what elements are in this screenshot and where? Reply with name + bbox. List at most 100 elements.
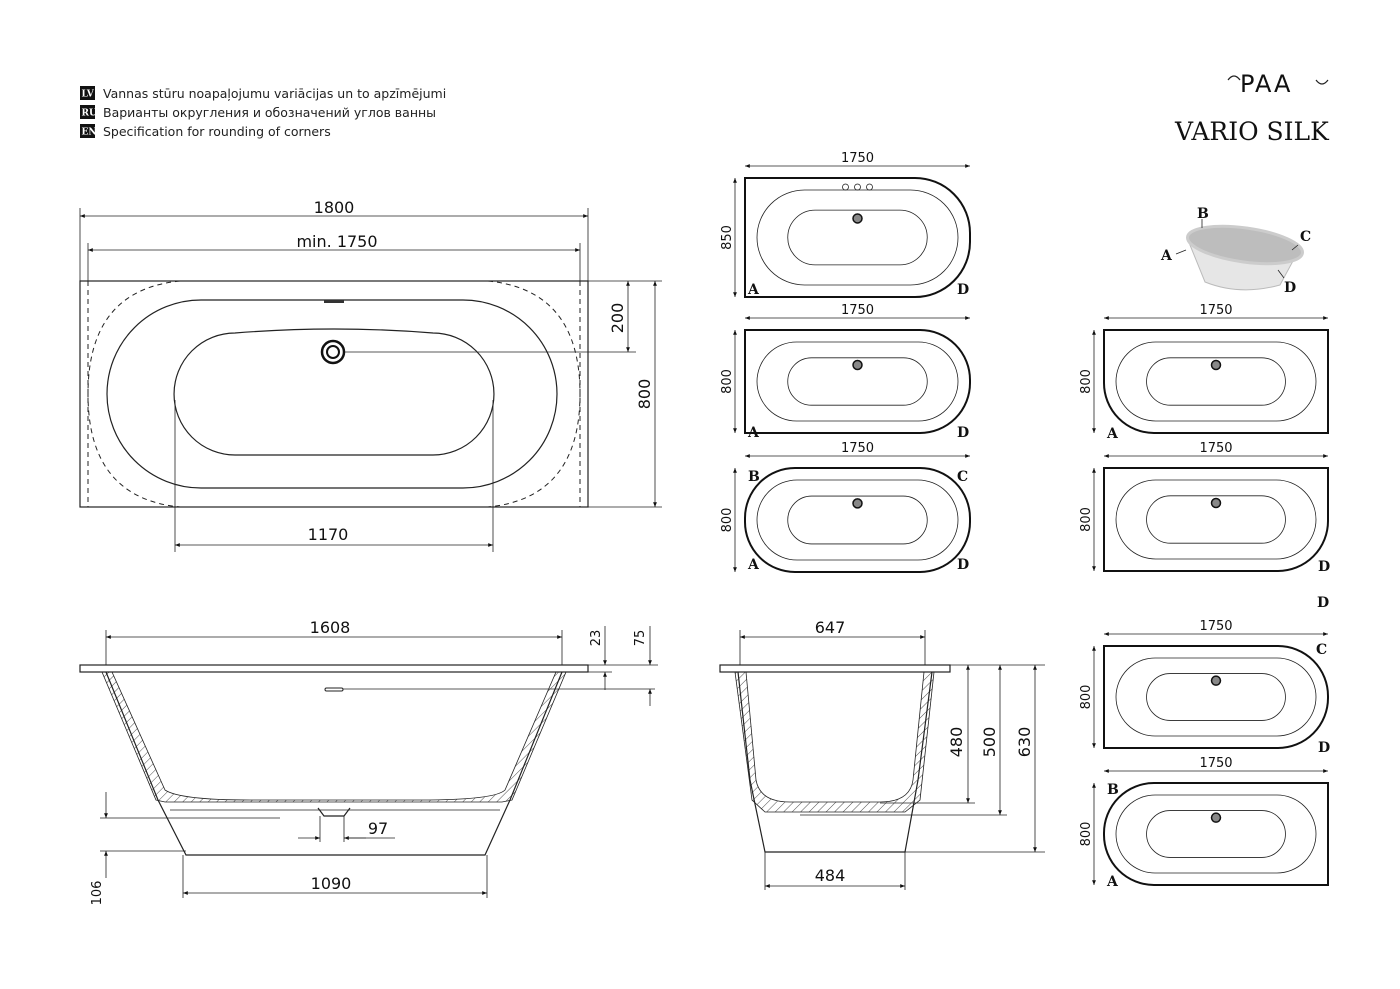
corner-label: A xyxy=(747,557,760,573)
tub-outline xyxy=(1103,645,1329,749)
corner-label: D xyxy=(1318,740,1330,756)
dim-h480: 480 xyxy=(947,727,966,758)
corner-label: B xyxy=(748,469,760,485)
corner-label: B xyxy=(1107,782,1119,798)
dim-top-width: 647 xyxy=(815,618,846,637)
tub-basin xyxy=(1146,357,1286,406)
corner-label: A xyxy=(1106,874,1119,890)
drain-icon xyxy=(852,213,863,224)
tub-outline xyxy=(744,467,971,573)
tub-outline xyxy=(1103,329,1329,434)
dim-length: 1750 xyxy=(1199,441,1232,456)
dim-overflow: 75 xyxy=(633,630,648,647)
corner-label: A xyxy=(747,282,760,298)
header-text: Vannas stūru noapaļojumu variācijas un t… xyxy=(103,86,446,101)
dim-depth: 850 xyxy=(720,225,735,250)
tap-hole-icon xyxy=(854,183,861,191)
tub-rim xyxy=(756,479,959,561)
corner-label: C xyxy=(957,469,968,485)
tub-rim xyxy=(756,189,959,286)
tub-outline xyxy=(744,329,971,434)
tub-rim xyxy=(1115,341,1317,422)
dim-length: 1750 xyxy=(1199,756,1232,771)
drain-icon xyxy=(1210,675,1222,686)
dim-length: 1750 xyxy=(841,151,874,166)
corner-label: D xyxy=(957,425,969,441)
header-legend: LV Vannas stūru noapaļojumu variācijas u… xyxy=(80,86,446,139)
dim-depth: 800 xyxy=(635,379,654,410)
corner-label: D xyxy=(1318,559,1330,575)
drain-icon xyxy=(852,498,863,509)
main-plan-view: 1800 min. 1750 200 800 1170 xyxy=(79,198,662,552)
corner-legend-illustration: B A C D xyxy=(1160,206,1311,296)
tub-rim xyxy=(756,341,959,422)
drain-icon xyxy=(852,359,863,371)
tub-outline xyxy=(1103,467,1329,572)
drain-icon xyxy=(320,339,346,365)
lang-line-lv: LV Vannas stūru noapaļojumu variācijas u… xyxy=(80,86,446,101)
corner-label: A xyxy=(1106,426,1119,442)
dim-base-width: 484 xyxy=(815,866,846,885)
dim-depth: 800 xyxy=(1079,822,1094,847)
brand-logo: PAA VARIO SILK xyxy=(1174,70,1330,146)
tub-rim xyxy=(1115,479,1317,560)
tub-basin xyxy=(787,495,928,545)
lang-line-ru: RU Варианты округления и обозначений угл… xyxy=(80,105,436,120)
tub-outline xyxy=(1103,782,1329,886)
dim-depth: 800 xyxy=(1079,369,1094,394)
side-section-view: 1608 23 75 97 106 1090 xyxy=(79,618,658,906)
header-text: Варианты округления и обозначений углов … xyxy=(103,105,436,120)
header-text: Specification for rounding of corners xyxy=(103,124,331,139)
corner-label-b: B xyxy=(1197,206,1209,222)
corner-label-a: A xyxy=(1160,248,1173,264)
dim-drain: 97 xyxy=(368,819,388,838)
dim-length: 1750 xyxy=(841,441,874,456)
tap-hole-icon xyxy=(842,183,849,191)
lang-tag: LV xyxy=(82,90,95,100)
lang-line-en: EN Specification for rounding of corners xyxy=(80,124,331,139)
tub-basin xyxy=(787,209,928,266)
tub-rim xyxy=(1115,794,1317,874)
lang-tag: RU xyxy=(82,109,97,119)
dim-basin-length: 1170 xyxy=(308,525,349,544)
corner-label-d: D xyxy=(1284,280,1296,296)
dim-length: 1750 xyxy=(1199,619,1232,634)
dim-drain-offset: 200 xyxy=(608,303,627,334)
lang-tag: EN xyxy=(82,128,97,138)
corner-label-d: D xyxy=(1317,595,1329,611)
dim-min-width: min. 1750 xyxy=(296,232,377,251)
dim-length: 1750 xyxy=(841,303,874,318)
corner-label: D xyxy=(957,282,969,298)
corner-label: D xyxy=(957,557,969,573)
dim-rim: 23 xyxy=(589,630,604,647)
dim-depth: 800 xyxy=(720,369,735,394)
tub-basin xyxy=(1146,495,1286,544)
dim-top-length: 1608 xyxy=(310,618,351,637)
dim-depth: 800 xyxy=(720,508,735,533)
drain-icon xyxy=(1210,359,1222,371)
corner-label-c: C xyxy=(1300,229,1311,245)
tub-rim xyxy=(1115,657,1317,737)
dim-base-length: 1090 xyxy=(311,874,352,893)
dim-depth: 800 xyxy=(1079,507,1094,532)
corner-label: A xyxy=(747,425,760,441)
tub-basin xyxy=(1146,810,1286,858)
corner-label: C xyxy=(1316,642,1327,658)
dim-length: 1750 xyxy=(1199,303,1232,318)
drain-icon xyxy=(1210,497,1222,509)
tap-hole-icon xyxy=(866,183,873,191)
brand-logo-text: PAA xyxy=(1240,70,1292,98)
tub-outline xyxy=(744,177,971,298)
dim-base-height: 106 xyxy=(90,881,105,906)
end-section-view: 647 484 480 500 630 xyxy=(719,618,1045,890)
variant-plan-3: 1750 800 B C A D xyxy=(720,441,971,573)
tub-basin xyxy=(787,357,928,406)
product-name: VARIO SILK xyxy=(1174,117,1330,146)
